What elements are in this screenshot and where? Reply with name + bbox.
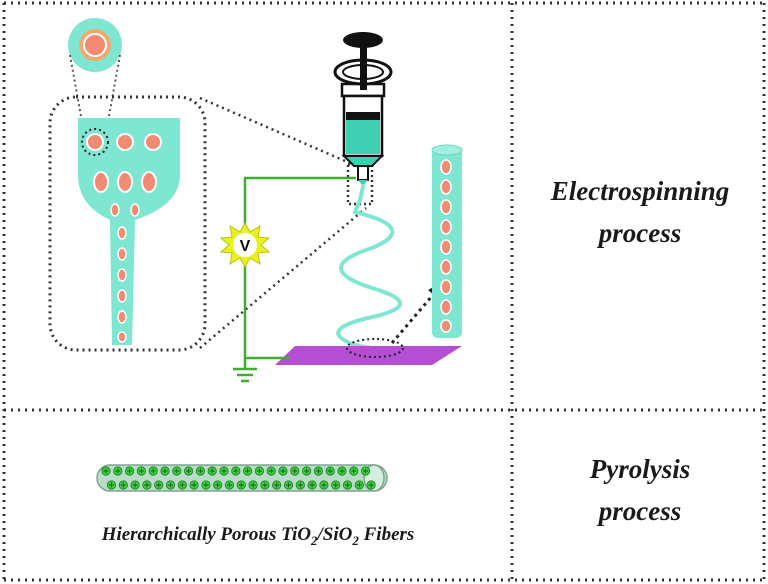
voltage-source-icon: V xyxy=(219,221,271,269)
pore-mark xyxy=(197,468,203,474)
caption-suffix: Fibers xyxy=(359,524,414,545)
pore-mark xyxy=(209,468,215,474)
pore-mark xyxy=(132,482,138,488)
pore-mark xyxy=(174,468,180,474)
highlight-ring xyxy=(81,128,109,156)
caption-sub2: 2 xyxy=(351,533,359,548)
caption-sub1: 2 xyxy=(310,533,318,548)
pyrolysis-label-2: process xyxy=(597,496,682,526)
pore-mark xyxy=(186,468,192,474)
pore-mark xyxy=(274,482,280,488)
fiber-dots xyxy=(101,466,376,490)
pore-mark xyxy=(245,468,251,474)
pore-mark xyxy=(327,468,333,474)
pore-mark xyxy=(315,468,321,474)
pore-mark xyxy=(368,482,374,488)
pore-mark xyxy=(297,482,303,488)
electrospinning-label: Electrospinning xyxy=(550,176,730,206)
collector-highlight xyxy=(346,338,404,358)
pore-mark xyxy=(356,482,362,488)
pore-mark xyxy=(363,468,369,474)
caption-mid: /SiO xyxy=(316,524,353,545)
electrospinning-label-2: process xyxy=(597,218,682,248)
pore-mark xyxy=(179,482,185,488)
pore-mark xyxy=(238,482,244,488)
pore-mark xyxy=(309,482,315,488)
pore-mark xyxy=(215,482,221,488)
syringe-icon xyxy=(333,32,393,186)
pore-mark xyxy=(203,482,209,488)
inset-zoom-lines xyxy=(199,96,367,349)
pore-mark xyxy=(120,482,126,488)
pore-mark xyxy=(268,468,274,474)
pore-mark xyxy=(292,468,298,474)
taylor-cone-shape xyxy=(78,118,180,345)
pyrolysis-label: Pyrolysis xyxy=(589,454,691,484)
fiber-caption: Hierarchically Porous TiO2/SiO2 Fibers xyxy=(101,524,415,548)
pore-mark xyxy=(262,482,268,488)
circuit-wires xyxy=(243,176,356,368)
pore-mark xyxy=(144,482,150,488)
voltage-label: V xyxy=(240,238,251,255)
pore-mark xyxy=(115,468,121,474)
pore-mark xyxy=(191,482,197,488)
collector-plate xyxy=(275,346,462,365)
pore-mark xyxy=(156,482,162,488)
porous-fiber-icon xyxy=(96,464,388,492)
pore-mark xyxy=(168,482,173,488)
pore-mark xyxy=(333,482,339,488)
pore-mark xyxy=(250,482,256,488)
pore-mark xyxy=(138,468,144,474)
droplet-zoom-icon xyxy=(68,18,122,72)
pore-mark xyxy=(127,468,133,474)
pore-mark xyxy=(221,468,227,474)
pore-mark xyxy=(256,468,262,474)
inset-droplets xyxy=(86,133,162,343)
pore-mark xyxy=(286,482,291,488)
fiber-jet xyxy=(336,184,422,352)
pore-mark xyxy=(280,468,286,474)
pore-mark xyxy=(339,468,345,474)
pore-mark xyxy=(103,468,109,474)
pore-mark xyxy=(150,468,156,474)
pore-mark xyxy=(345,482,350,488)
ground-icon xyxy=(233,367,257,383)
pore-mark xyxy=(321,482,327,488)
pore-mark xyxy=(351,468,357,474)
pore-mark xyxy=(304,468,310,474)
single-fiber-zoom xyxy=(431,144,463,338)
pore-mark xyxy=(109,482,114,488)
pore-mark xyxy=(227,482,232,488)
caption-prefix: Hierarchically Porous TiO xyxy=(101,524,312,545)
pore-mark xyxy=(233,468,239,474)
pore-mark xyxy=(162,468,168,474)
